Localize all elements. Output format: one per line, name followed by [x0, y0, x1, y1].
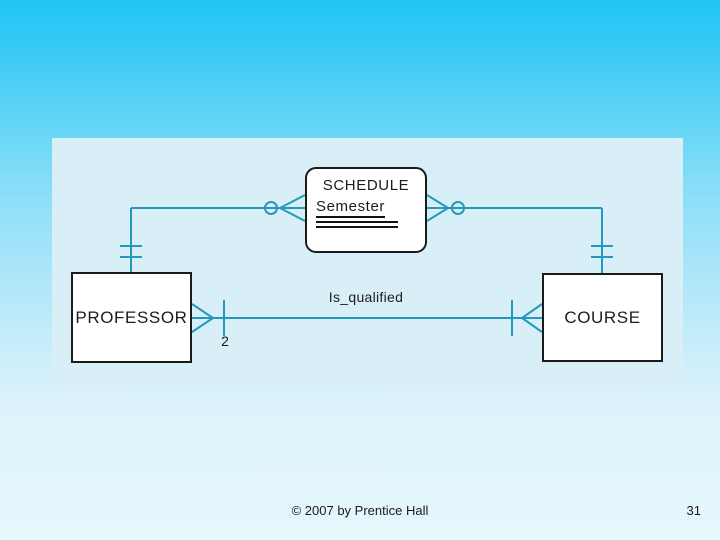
- relationship-label: Is_qualified: [328, 289, 404, 305]
- footer-copyright: © 2007 by Prentice Hall: [291, 503, 429, 518]
- crowsfoot-icon: [191, 303, 214, 333]
- identifier-double-rule: [316, 221, 398, 228]
- cardinality-label: 2: [221, 333, 229, 349]
- optional-circle-icon: [264, 201, 278, 215]
- entity-schedule-attribute: Semester: [316, 198, 385, 218]
- schedule-left-connector: [131, 194, 306, 222]
- entity-course-label: COURSE: [564, 307, 641, 327]
- crowsfoot-icon: [279, 194, 306, 222]
- entity-schedule: SCHEDULE Semester: [305, 167, 427, 253]
- crowsfoot-icon: [426, 194, 449, 222]
- entity-course: COURSE: [542, 273, 663, 362]
- crowsfoot-icon: [521, 303, 543, 333]
- page-number: 31: [686, 503, 701, 518]
- entity-professor: PROFESSOR: [71, 272, 192, 363]
- course-top-connector: [591, 208, 613, 273]
- schedule-right-connector: [426, 194, 602, 222]
- optional-circle-icon: [451, 201, 465, 215]
- er-connector-lines: [120, 194, 613, 336]
- entity-professor-label: PROFESSOR: [75, 307, 188, 327]
- diagram-panel: SCHEDULE Semester PROFESSOR COURSE Is_qu…: [52, 138, 683, 390]
- professor-top-connector: [120, 208, 142, 272]
- relationship-line: [191, 300, 543, 336]
- entity-schedule-label: SCHEDULE: [322, 177, 410, 194]
